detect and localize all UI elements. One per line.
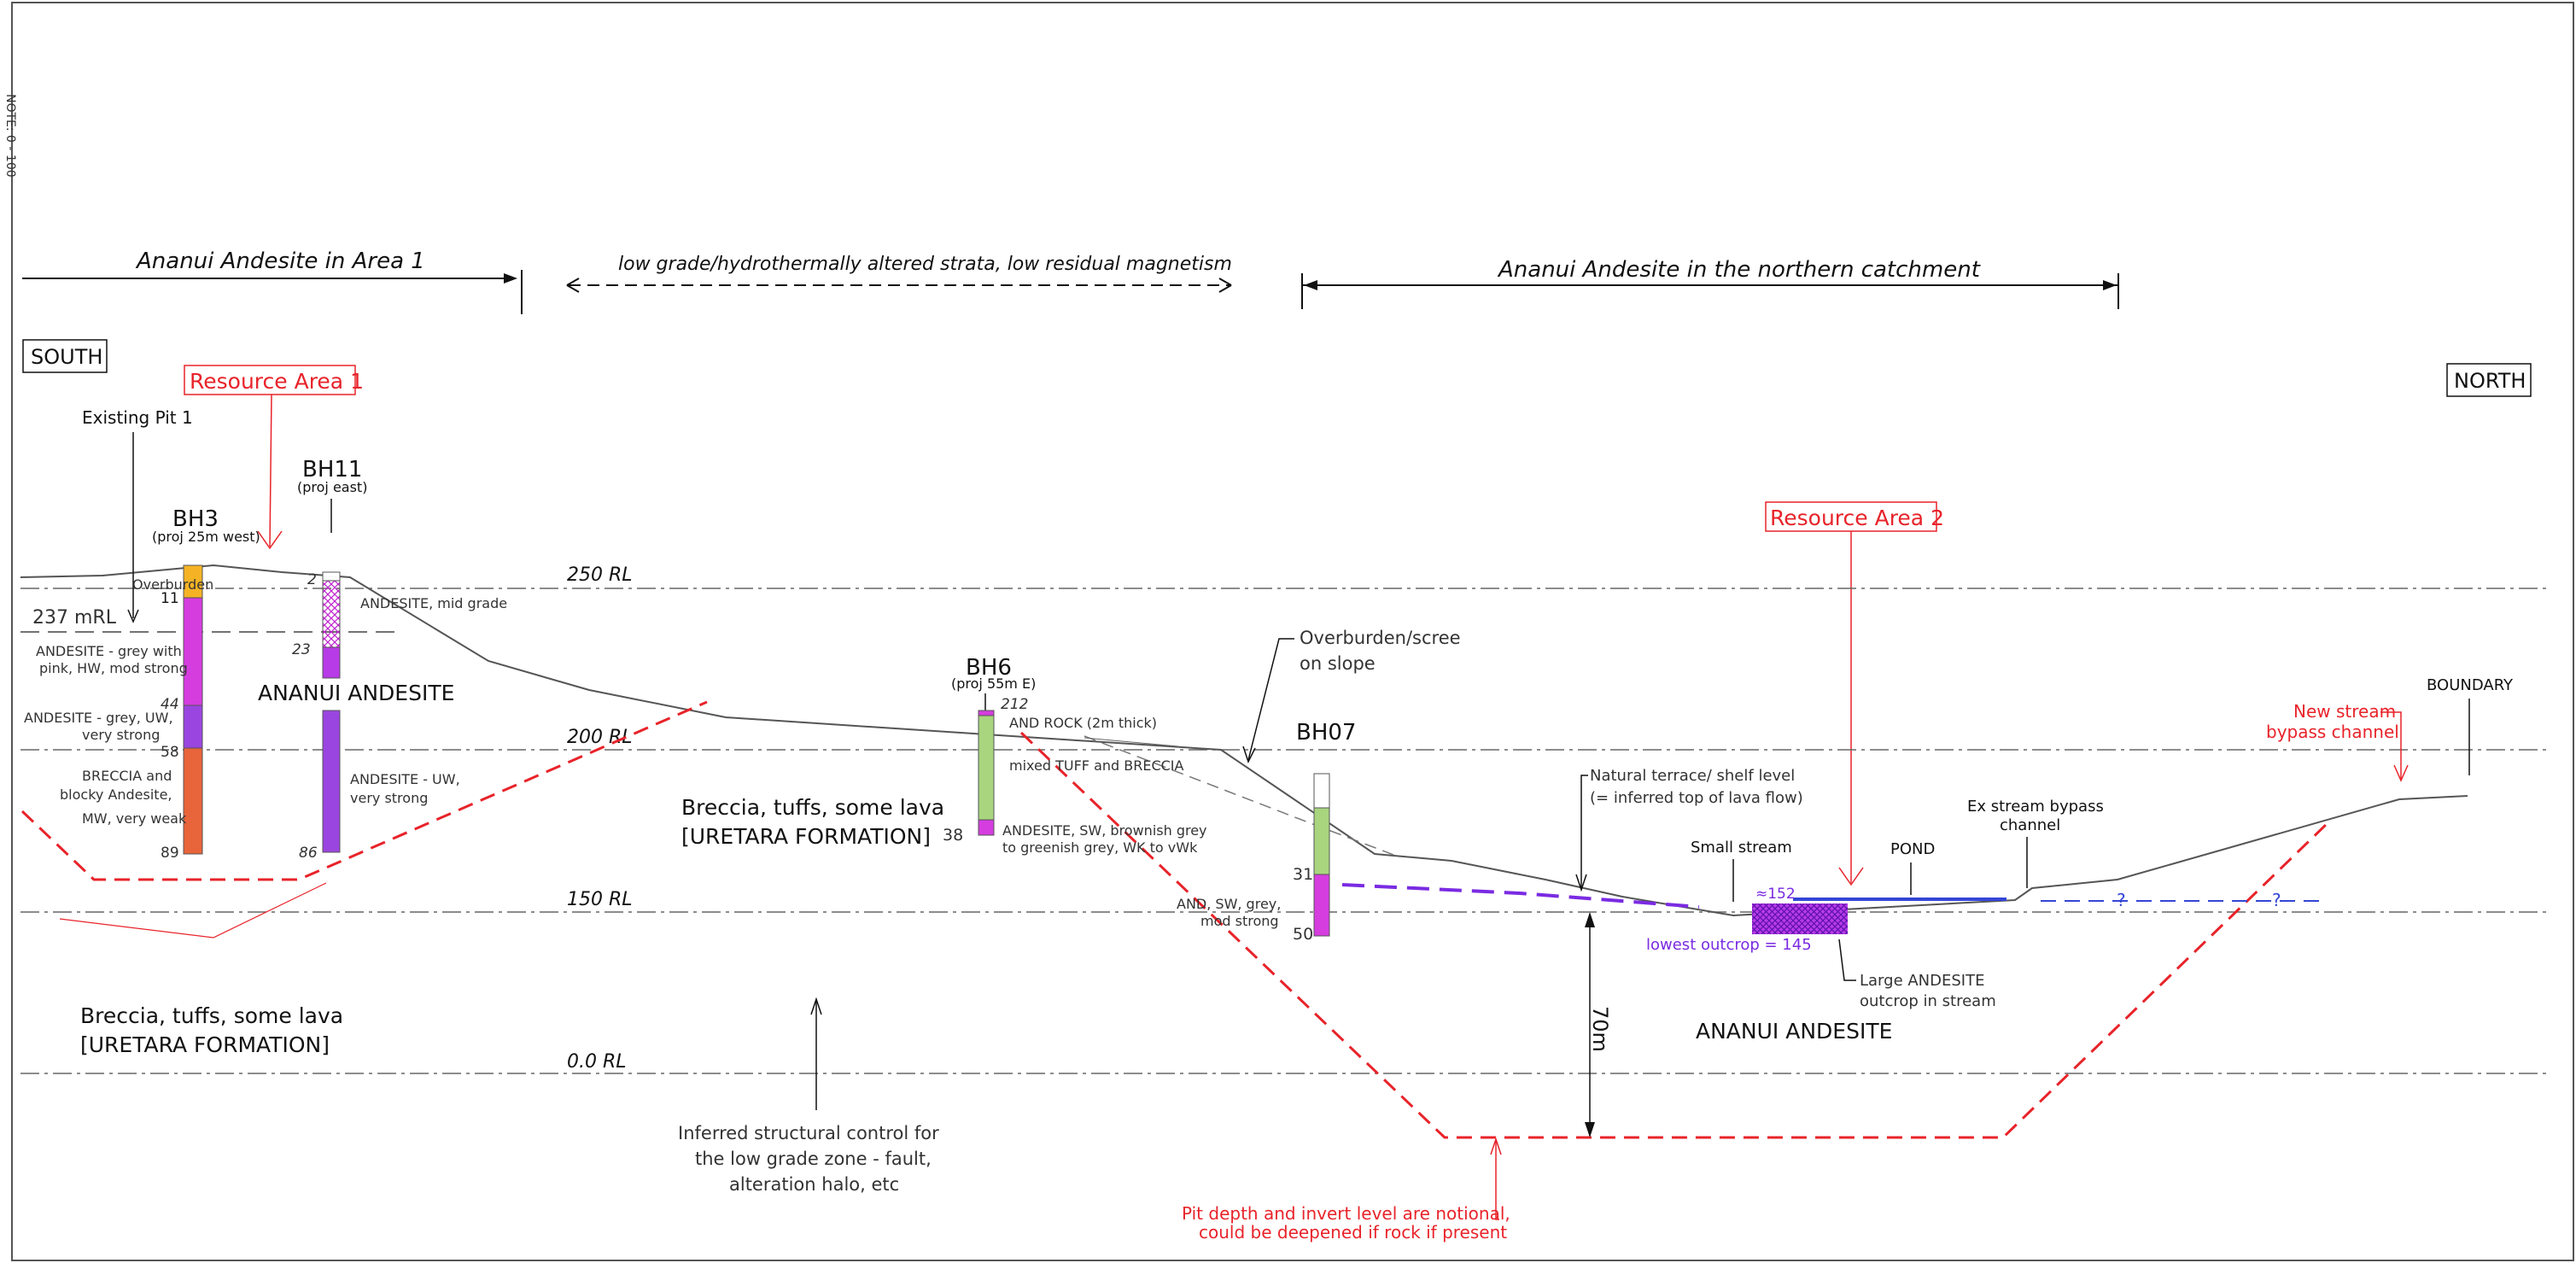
rl-250-label: 250 RL [567,564,633,586]
large-andesite-1: Large ANDESITE [1860,972,1984,990]
mixed-tuff-label: mixed TUFF and BRECCIA [1009,757,1184,774]
breccia-low-1: Breccia, tuffs, some lava [80,1003,343,1028]
andesite-outcrop [1752,903,1848,934]
borehole-bh07: BH07 31 50 [1293,720,1356,944]
drawing-frame [11,2,2574,1261]
bh11-depth-2: 2 [307,571,317,588]
north-label: NORTH [2454,369,2526,393]
bh11-depth-86: 86 [299,845,318,862]
andesite-sw-2: to greenish grey, WK to vWk [1002,839,1198,856]
andesite-uw-2: very strong [350,790,428,806]
bh11-depth-23: 23 [292,641,311,658]
overburden-label: Overburden [132,576,213,593]
new-stream-1: New stream [2293,701,2396,722]
existing-pit-outline [20,700,708,881]
header-area1: Ananui Andesite in Area 1 [22,249,523,314]
elevation-lines [20,588,2546,1074]
andesite-grey-uw-2: very strong [82,727,160,743]
resource-area-2-label: Resource Area 2 [1770,506,1944,530]
rl-200-label: 200 RL [567,727,633,748]
resource-area-2: Resource Area 2 [1765,501,1944,886]
bh3-name: BH3 [172,506,219,532]
resource-area-1: Resource Area 1 [184,365,364,550]
south-label: SOUTH [31,345,102,369]
question-mark-2: ? [2272,890,2281,910]
breccia-mid-1: Breccia, tuffs, some lava [681,795,944,820]
bh6-depth-212: 212 [1001,696,1028,713]
bh07-depth-50: 50 [1293,925,1313,944]
bh3-depth-89: 89 [161,845,179,862]
and-rock-label: AND ROCK (2m thick) [1009,715,1157,731]
side-note: NOTE: 0 - 100 [3,94,17,178]
inferred-control-3: alteration halo, etc [729,1174,899,1195]
header-northern-label: Ananui Andesite in the northern catchmen… [1497,257,1981,283]
bh3-note: (proj 25m west) [152,529,260,545]
bh11-note: (proj east) [297,479,367,495]
lava-top-line [1341,883,1700,909]
rl-150-label: 150 RL [567,889,633,910]
question-mark-1: ? [2117,890,2126,910]
ananui-andesite-1: ANANUI ANDESITE [258,681,454,705]
breccia-low-2: [URETARA FORMATION] [80,1032,330,1057]
ananui-andesite-2: ANANUI ANDESITE [1696,1019,1892,1044]
main-pit-outline [1019,731,2331,1139]
breccia-blocky-3: MW, very weak [82,810,187,827]
depth-dimension: 70m [1585,912,1612,1137]
ground-surface [20,564,2468,917]
new-stream-2: bypass channel [2266,722,2399,742]
mrl-237-label: 237 mRL [32,607,117,629]
approx-152-label: ≈152 [1755,886,1796,903]
pit-depth-1: Pit depth and invert level are notional, [1182,1203,1510,1224]
bh6-note: (proj 55m E) [951,675,1036,692]
header-low-grade: low grade/hydrothermally altered strata,… [566,254,1232,293]
pond-label: POND [1890,840,1935,858]
bh07-name: BH07 [1296,720,1356,746]
inferred-control-2: the low grade zone - fault, [695,1149,932,1169]
header-area1-label: Ananui Andesite in Area 1 [135,249,425,274]
borehole-bh6: BH6 (proj 55m E) 212 38 [943,655,1036,845]
north-box: NORTH [2446,363,2532,397]
inferred-control-1: Inferred structural control for [678,1123,939,1143]
large-andesite-2: outcrop in stream [1860,992,1996,1010]
breccia-blocky-1: BRECCIA and [82,768,172,784]
andesite-grey-uw-1: ANDESITE - grey, UW, [24,710,173,726]
ex-stream-label-1: Ex stream bypass [1967,798,2104,816]
rl-0-label: 0.0 RL [567,1051,627,1073]
bh6-depth-38: 38 [943,826,963,845]
andesite-sw-1: ANDESITE, SW, brownish grey [1002,822,1207,839]
natural-terrace-2: (= inferred top of lava flow) [1590,789,1803,807]
resource-area-1-label: Resource Area 1 [190,369,364,394]
and-sw-grey-2: mod strong [1200,913,1279,929]
existing-pit-label: Existing Pit 1 [82,407,193,428]
overburden-scree-2: on slope [1300,653,1376,674]
bh3-depth-58: 58 [161,744,179,761]
bh07-depth-31: 31 [1293,865,1313,884]
breccia-mid-2: [URETARA FORMATION] [681,824,931,849]
andesite-mid-label: ANDESITE, mid grade [360,595,507,611]
south-box: SOUTH [22,339,108,373]
breccia-blocky-2: blocky Andesite, [60,786,172,803]
lowest-outcrop-label: lowest outcrop = 145 [1646,936,1812,954]
bh11-name: BH11 [302,457,362,482]
andesite-grey-pink-2: pink, HW, mod strong [39,660,188,676]
existing-pit-inner [59,882,327,938]
borehole-bh11: BH11 (proj east) 2 23 86 [292,457,367,862]
header-low-grade-label: low grade/hydrothermally altered strata,… [618,254,1232,275]
and-sw-grey-1: AND, SW, grey, [1177,896,1281,912]
depth-70m-label: 70m [1588,1006,1612,1052]
borehole-bh3: BH3 (proj 25m west) 11 44 58 89 [152,506,260,862]
andesite-uw-1: ANDESITE - UW, [350,771,460,787]
pit-depth-2: could be deepened if rock if present [1199,1222,1507,1243]
small-stream-label: Small stream [1691,839,1792,857]
bh3-depth-11: 11 [161,590,179,607]
bh3-depth-44: 44 [161,696,179,713]
overburden-scree-1: Overburden/scree [1300,628,1461,648]
header-northern: Ananui Andesite in the northern catchmen… [1301,257,2119,309]
bh6-name: BH6 [966,655,1012,681]
natural-terrace-1: Natural terrace/ shelf level [1590,767,1795,785]
andesite-grey-pink-1: ANDESITE - grey with [36,643,182,659]
ex-stream-label-2: channel [2000,816,2060,834]
boundary-label: BOUNDARY [2427,676,2514,694]
